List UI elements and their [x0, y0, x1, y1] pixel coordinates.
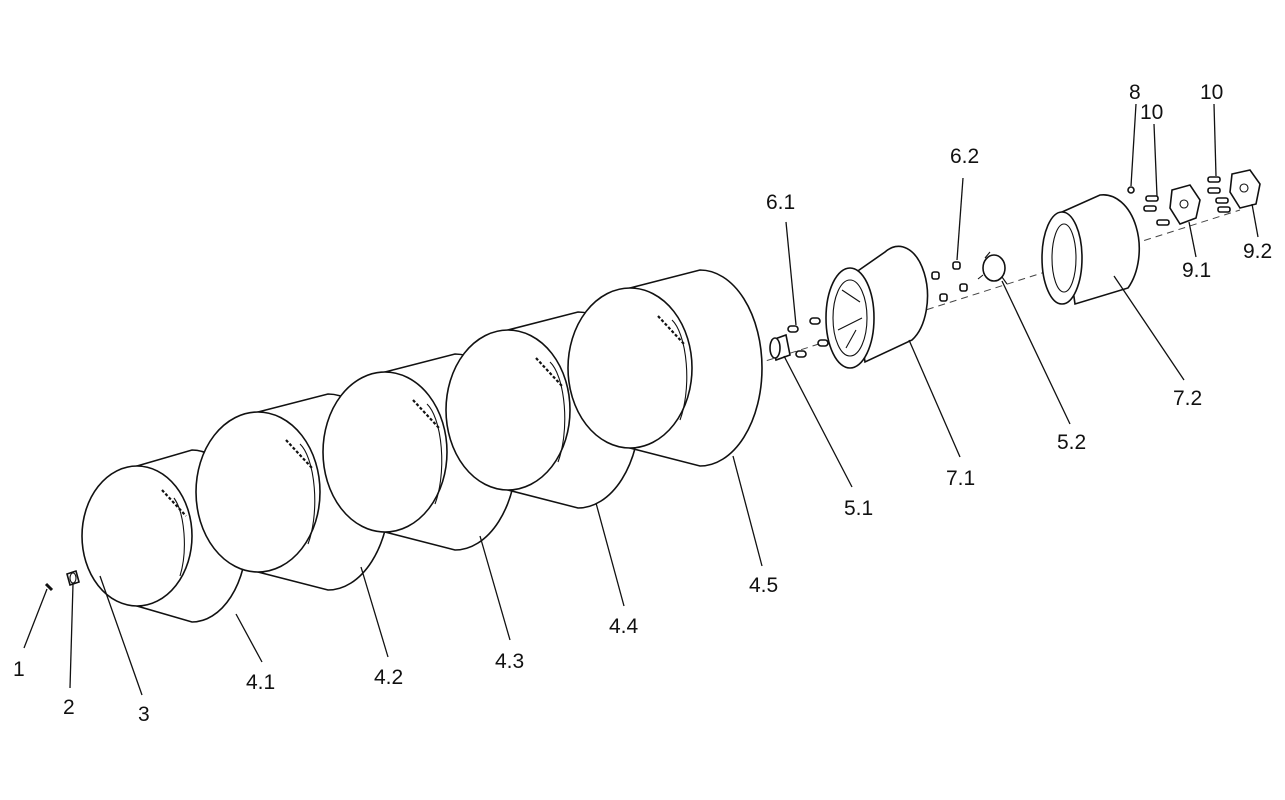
- tyre-4-5: [567, 269, 763, 467]
- label-7-2: 7.2: [1173, 387, 1202, 410]
- label-4-3: 4.3: [495, 650, 524, 673]
- label-4-5: 4.5: [749, 574, 778, 597]
- part-1-pin: [44, 582, 54, 592]
- label-8: 8: [1129, 81, 1141, 104]
- leader-lines: [23, 103, 1259, 696]
- part-8-valve: [1127, 186, 1135, 194]
- part-2-nut: [66, 569, 80, 587]
- label-4-1: 4.1: [246, 671, 275, 694]
- part-labels: 1 2 3 4.1 4.2 4.3 4.4 4.5 5.1 6.1 6.2 7.…: [13, 81, 1272, 726]
- part-6-1-studs: [787, 317, 829, 358]
- label-3: 3: [138, 703, 150, 726]
- part-5-2-hub: [977, 251, 1008, 285]
- part-7-1-rim: [825, 245, 929, 369]
- part-10-bolts-a: [1143, 195, 1170, 226]
- label-6-2: 6.2: [950, 145, 979, 168]
- part-10-bolts-b: [1207, 176, 1231, 213]
- label-5-1: 5.1: [844, 497, 873, 520]
- label-7-1: 7.1: [946, 467, 975, 490]
- label-4-4: 4.4: [609, 615, 639, 638]
- label-9-2: 9.2: [1243, 240, 1272, 263]
- label-10-left: 10: [1140, 101, 1163, 124]
- part-5-1-bearing: [769, 333, 791, 362]
- label-10-right: 10: [1200, 81, 1223, 104]
- label-1: 1: [13, 658, 25, 681]
- part-9-1-clamp: [1169, 184, 1201, 225]
- part-6-2-nuts: [931, 261, 968, 302]
- label-6-1: 6.1: [766, 191, 795, 214]
- label-9-1: 9.1: [1182, 259, 1211, 282]
- part-9-2-clamp: [1229, 169, 1261, 209]
- label-4-2: 4.2: [374, 666, 403, 689]
- label-2: 2: [63, 696, 75, 719]
- label-5-2: 5.2: [1057, 431, 1086, 454]
- part-7-2-rim: [1041, 193, 1141, 306]
